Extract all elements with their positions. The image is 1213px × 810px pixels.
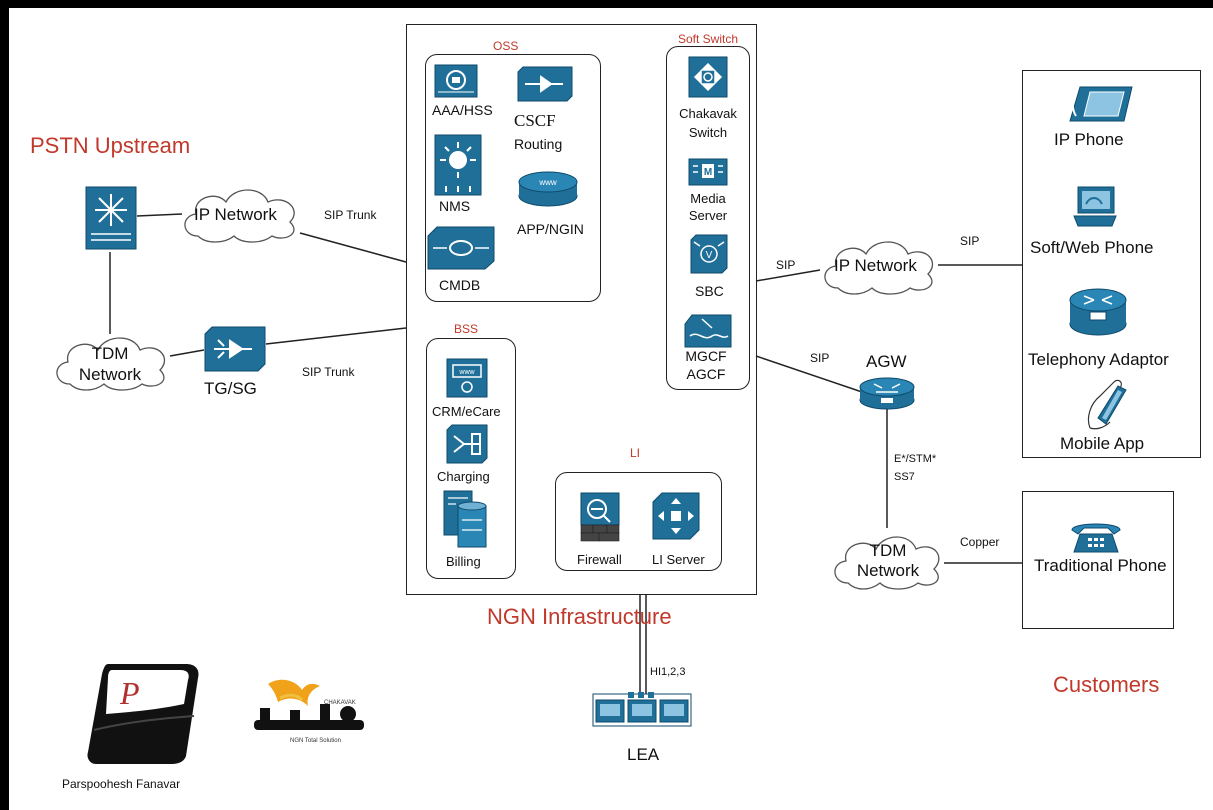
aaa-hss-label: AAA/HSS (432, 102, 493, 118)
ip-network-left-cloud (176, 180, 304, 251)
traditional-phone-label: Traditional Phone (1034, 556, 1167, 575)
tg-sg-label: TG/SG (204, 379, 257, 398)
li-group (555, 472, 722, 571)
lea-label: LEA (627, 745, 660, 764)
tdm-network-right-cloud (826, 525, 948, 598)
aaa-hss-icon (434, 64, 478, 103)
parspoohesh-logo: P (86, 660, 214, 769)
softswitch-label: Soft Switch (676, 32, 741, 46)
svg-text:www: www (538, 178, 557, 187)
sbc-label: SBC (695, 283, 724, 299)
agw-router-icon (858, 376, 916, 415)
soft-web-phone-label: Soft/Web Phone (1030, 238, 1154, 257)
firewall-label: Firewall (577, 552, 622, 567)
left-border (0, 0, 9, 810)
e-stm-label: E*/STM* (894, 453, 937, 465)
mobile-app-label: Mobile App (1060, 434, 1145, 453)
ip-phone-icon (1068, 84, 1134, 129)
cscf-label: CSCF (514, 111, 556, 130)
oss-group (425, 54, 601, 302)
top-border (0, 0, 1213, 8)
ngn-infrastructure-label: NGN Infrastructure (487, 604, 672, 629)
routing-label: Routing (514, 136, 563, 152)
telephony-adaptor-label: Telephony Adaptor (1028, 350, 1169, 369)
soft-web-phone-icon (1072, 186, 1118, 233)
telephony-adaptor-icon (1068, 286, 1128, 341)
www-server-icon: www (517, 170, 579, 213)
app-ngin-label: APP/NGIN (517, 221, 584, 237)
nms-icon (434, 134, 482, 201)
ss7-label: SS7 (894, 471, 915, 483)
sip-trunk-label-1: SIP Trunk (324, 208, 377, 222)
li-server-icon (652, 492, 700, 545)
ip-phone-label: IP Phone (1054, 130, 1124, 149)
charging-label: Charging (437, 469, 490, 484)
svg-text:V: V (706, 250, 713, 261)
charging-icon (446, 424, 488, 469)
sip-label-1: SIP (776, 258, 796, 272)
mobile-app-icon (1084, 378, 1130, 437)
svg-text:M: M (704, 167, 712, 178)
traditional-phone-box (1022, 491, 1174, 629)
ip-network-right-label: IP Network (834, 256, 917, 275)
chakavak-logo-text: CHAKAVAK (324, 700, 356, 706)
trunk-gateway-icon (204, 326, 266, 377)
cmdb-label: CMDB (439, 277, 481, 293)
nms-label: NMS (439, 198, 471, 214)
bss-label: BSS (452, 322, 481, 336)
svg-text:www: www (458, 369, 475, 376)
media-server-icon: M (688, 158, 728, 191)
li-server-label: LI Server (652, 552, 705, 567)
ip-network-right-cloud (816, 232, 942, 303)
sbc-icon: V (690, 234, 728, 279)
ip-network-left-label: IP Network (194, 205, 277, 224)
parspoohesh-label: Parspoohesh Fanavar (62, 777, 181, 791)
switch-icon (85, 186, 137, 255)
sip-trunk-label-2: SIP Trunk (302, 365, 355, 379)
pstn-upstream-label: PSTN Upstream (30, 133, 191, 158)
firewall-icon (580, 492, 620, 547)
lea-icon (592, 692, 692, 733)
traditional-phone-icon (1070, 520, 1122, 559)
billing-icon (442, 490, 488, 553)
chakavak-logo: CHAKAVAK NGN Total Solution (250, 676, 368, 753)
cscf-icon (517, 66, 573, 107)
li-label: LI (630, 446, 641, 460)
sip-label-2: SIP (960, 234, 980, 248)
softswitch-group (666, 46, 750, 390)
crm-label: CRM/eCare (432, 404, 501, 419)
crm-icon: www (446, 358, 488, 403)
billing-label: Billing (446, 554, 481, 569)
mgcf-icon (684, 314, 732, 353)
chakavak-switch-icon (688, 56, 728, 103)
bss-group (426, 338, 516, 579)
oss-label: OSS (491, 39, 521, 53)
sip-label-3: SIP (810, 351, 830, 365)
agw-label: AGW (866, 352, 907, 371)
copper-label: Copper (960, 535, 1000, 549)
hi-label: HI1,2,3 (650, 666, 686, 678)
svg-text:P: P (119, 675, 140, 711)
tdm-network-left-cloud (48, 326, 174, 399)
chakavak-tagline: NGN Total Solution (290, 738, 341, 744)
customers-label: Customers (1053, 672, 1160, 697)
customer-devices-box (1022, 70, 1201, 458)
ngn-infrastructure-box (406, 24, 757, 595)
cmdb-icon (427, 226, 495, 275)
